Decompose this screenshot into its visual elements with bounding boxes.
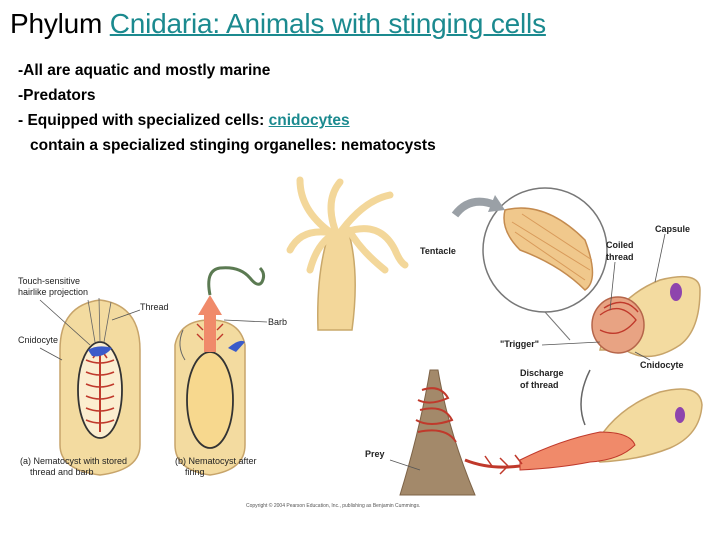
caption-b-2: firing xyxy=(185,467,205,477)
copyright-note: Copyright © 2004 Pearson Education, Inc.… xyxy=(246,502,420,509)
label-capsule: Capsule xyxy=(655,224,690,234)
label-barb: Barb xyxy=(268,317,287,327)
prey xyxy=(400,370,475,495)
label-coiled-2: thread xyxy=(606,252,634,262)
label-cnidocyte-right: Cnidocyte xyxy=(640,360,684,370)
caption-a-2: thread and barb xyxy=(30,467,94,477)
label-prey: Prey xyxy=(365,449,385,459)
nematocyst-fired xyxy=(175,268,264,475)
tentacle-magnified xyxy=(455,188,607,340)
label-tentacle: Tentacle xyxy=(420,246,456,256)
label-cnidocyte-left: Cnidocyte xyxy=(18,335,58,345)
label-coiled-1: Coiled xyxy=(606,240,634,250)
bullet-specialized-cells: - Equipped with specialized cells: cnido… xyxy=(18,112,350,130)
cnidocytes-link[interactable]: cnidocytes xyxy=(269,112,350,129)
bullet-aquatic: -All are aquatic and mostly marine xyxy=(18,62,270,80)
label-touch-sensitive-2: hairlike projection xyxy=(18,287,88,297)
caption-b-1: (b) Nematocyst after xyxy=(175,456,257,466)
cnidocyte-discharged xyxy=(465,370,702,474)
label-discharge-1: Discharge xyxy=(520,368,564,378)
title-prefix: Phylum xyxy=(10,8,110,39)
cnidocyte-loaded xyxy=(592,277,700,357)
nematocyst-stored xyxy=(60,298,140,475)
label-discharge-2: of thread xyxy=(520,380,559,390)
slide-title: Phylum Cnidaria: Animals with stinging c… xyxy=(10,8,546,40)
bullet-nematocysts: contain a specialized stinging organelle… xyxy=(30,137,436,155)
caption-a-1: (a) Nematocyst with stored xyxy=(20,456,127,466)
hydra-polyp xyxy=(290,180,405,330)
label-trigger: "Trigger" xyxy=(500,339,539,349)
label-touch-sensitive-1: Touch-sensitive xyxy=(18,276,80,286)
cnidarian-figure: Touch-sensitive hairlike projection Thre… xyxy=(0,170,720,510)
title-link[interactable]: Cnidaria: Animals with stinging cells xyxy=(110,8,546,39)
bullet-predators: -Predators xyxy=(18,87,96,105)
label-thread: Thread xyxy=(140,302,169,312)
bullet-specialized-cells-text: - Equipped with specialized cells: xyxy=(18,112,269,129)
